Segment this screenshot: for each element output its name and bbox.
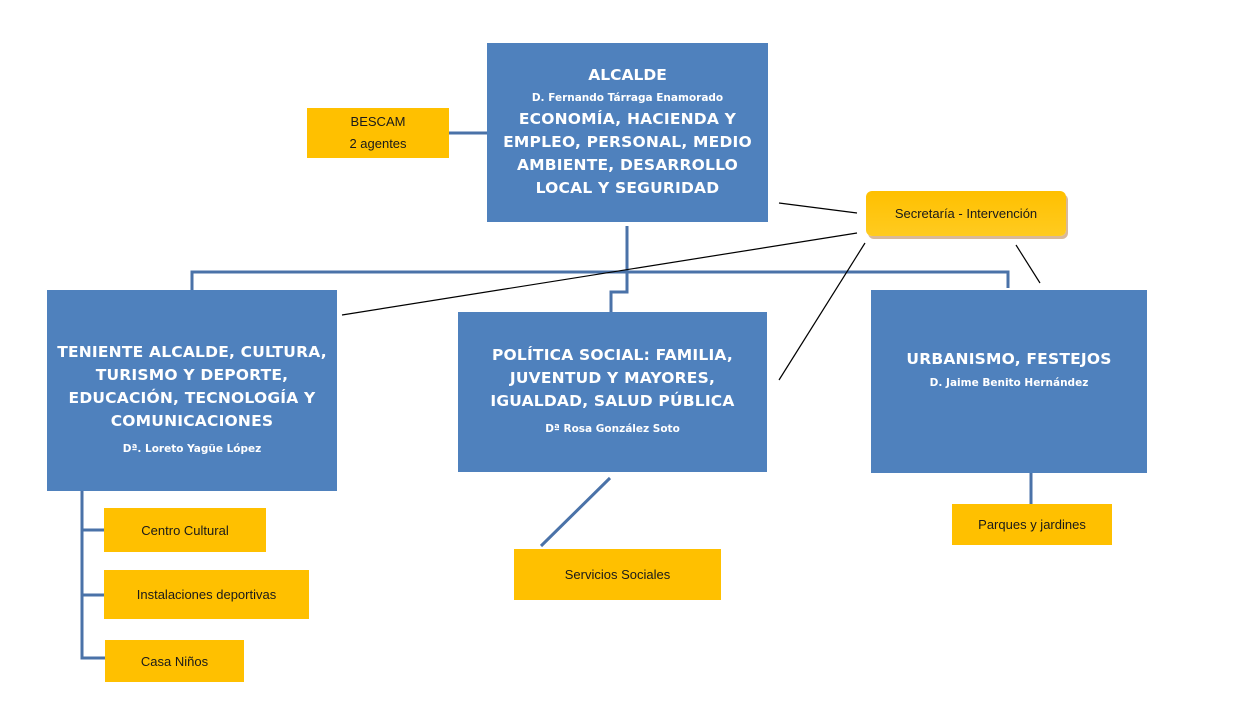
urbanismo-areas: URBANISMO, FESTEJOS <box>906 350 1112 368</box>
alcalde-areas: ECONOMÍA, HACIENDA Y EMPLEO, PERSONAL, M… <box>503 108 752 200</box>
politica-areas: POLÍTICA SOCIAL: FAMILIA, JUVENTUD Y MAY… <box>490 344 734 413</box>
connector-secretaria-alcalde <box>778 202 858 214</box>
unit-casa-ninos: Casa Niños <box>105 640 244 682</box>
unit-centro-cultural: Centro Cultural <box>104 508 266 552</box>
area-line: POLÍTICA SOCIAL: FAMILIA, <box>491 345 734 364</box>
teniente-person: Dª. Loreto Yagüe López <box>122 442 262 455</box>
connector-secretaria-teniente <box>341 232 858 316</box>
area-line: JUVENTUD Y MAYORES, <box>509 368 716 387</box>
area-line: AMBIENTE, DESARROLLO <box>516 155 739 174</box>
connector-politica <box>609 272 629 312</box>
unit-servicios-sociales: Servicios Sociales <box>514 549 721 600</box>
area-line: EDUCACIÓN, TECNOLOGÍA Y <box>68 388 316 407</box>
secretaria-box: Secretaría - Intervención <box>866 191 1066 236</box>
alcalde-title: ALCALDE <box>588 65 667 84</box>
bescam-label: BESCAM <box>350 114 406 129</box>
urbanismo-box: URBANISMO, FESTEJOS D. Jaime Benito Hern… <box>871 290 1147 473</box>
area-line: IGUALDAD, SALUD PÚBLICA <box>490 391 735 410</box>
connector-horizontal <box>190 270 1010 290</box>
area-line: EMPLEO, PERSONAL, MEDIO <box>503 132 752 151</box>
alcalde-person: D. Fernando Tárraga Enamorado <box>531 91 724 104</box>
area-line: ECONOMÍA, HACIENDA Y <box>518 109 737 128</box>
unit-parques-jardines: Parques y jardines <box>952 504 1112 545</box>
politica-box: POLÍTICA SOCIAL: FAMILIA, JUVENTUD Y MAY… <box>458 312 767 472</box>
teniente-areas: TENIENTE ALCALDE, CULTURA, TURISMO Y DEP… <box>57 341 327 433</box>
unit-instalaciones-deportivas: Instalaciones deportivas <box>104 570 309 619</box>
connector-secretaria-politica <box>778 242 866 381</box>
urbanismo-person: D. Jaime Benito Hernández <box>929 377 1089 389</box>
politica-person: Dª Rosa González Soto <box>545 422 680 435</box>
connector-teniente-units <box>80 491 105 660</box>
connector-servicios <box>539 476 612 548</box>
alcalde-box: ALCALDE D. Fernando Tárraga Enamorado EC… <box>487 43 768 222</box>
connector-secretaria-urbanismo <box>1015 244 1041 284</box>
bescam-box: BESCAM 2 agentes <box>307 108 449 158</box>
area-line: TENIENTE ALCALDE, CULTURA, <box>57 342 327 361</box>
area-line: LOCAL Y SEGURIDAD <box>535 178 720 197</box>
bescam-agents: 2 agentes <box>349 136 407 151</box>
area-line: TURISMO Y DEPORTE, <box>95 365 289 384</box>
secretaria-label: Secretaría - Intervención <box>894 206 1038 221</box>
area-line: COMUNICACIONES <box>110 411 274 430</box>
teniente-box: TENIENTE ALCALDE, CULTURA, TURISMO Y DEP… <box>47 290 337 491</box>
